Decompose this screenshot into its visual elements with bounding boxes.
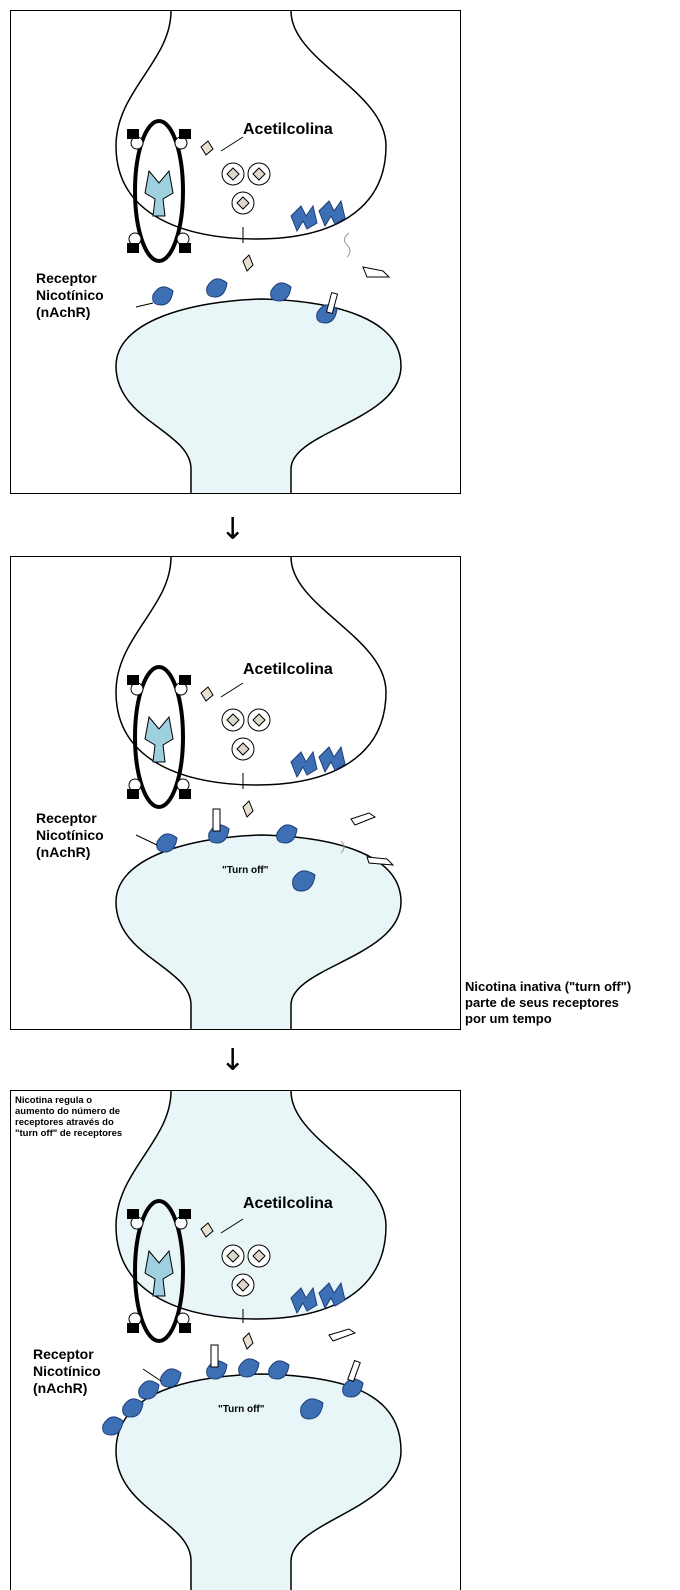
transporter-complex <box>127 119 191 263</box>
acetylcholine-molecules <box>200 140 254 272</box>
regulation-note-line: aumento do número de <box>15 1106 121 1117</box>
vesicles <box>221 162 271 215</box>
postsynaptic-receptors <box>156 824 316 892</box>
panel-2: Acetilcolina Receptor Nicotínico (nAchR)… <box>10 556 461 1030</box>
panel-1: Acetilcolina Receptor Nicotínico (nAchR) <box>10 10 461 494</box>
receptor-label-line: Receptor <box>36 270 97 286</box>
receptor-label-line: Receptor <box>36 810 97 826</box>
acetylcholine-label: Acetilcolina <box>243 121 333 138</box>
nicotine-molecules <box>210 1328 361 1383</box>
synapse-diagram-3 <box>102 1091 402 1590</box>
synapse-diagram-2 <box>115 557 402 1029</box>
postsynaptic-cell <box>115 298 402 493</box>
vesicles <box>221 708 271 761</box>
acetylcholine-molecules <box>200 1222 254 1350</box>
receptor-label: Receptor Nicotínico (nAchR) <box>33 1346 101 1397</box>
receptor-pointer-line <box>135 302 154 308</box>
receptor-label-line: (nAchR) <box>36 304 91 320</box>
regulation-note-line: receptores através do <box>15 1117 114 1128</box>
down-arrow-icon: ↓ <box>220 512 246 547</box>
postsynaptic-receptors <box>102 1358 364 1436</box>
presynaptic-receptors <box>290 199 346 233</box>
regulation-note-line: "turn off" de receptores <box>15 1128 123 1139</box>
down-arrow-icon: ↓ <box>220 1043 246 1078</box>
transporter-complex <box>127 1199 191 1343</box>
turn-off-label: "Turn off" <box>218 1404 265 1415</box>
turn-off-label: "Turn off" <box>222 865 269 876</box>
regulation-note: Nicotina regula o aumento do número de r… <box>15 1095 122 1139</box>
nicotine-molecules <box>325 232 391 315</box>
postsynaptic-cell <box>115 1373 402 1590</box>
receptor-label-line: Nicotínico <box>33 1363 101 1379</box>
regulation-note-line: Nicotina regula o <box>15 1095 93 1106</box>
receptor-label-line: (nAchR) <box>33 1380 88 1396</box>
side-note-line: Nicotina inativa ("turn off") <box>465 979 632 994</box>
receptor-label: Receptor Nicotínico (nAchR) <box>36 270 104 321</box>
receptor-label-line: Receptor <box>33 1346 94 1362</box>
nicotine-molecules <box>212 808 395 866</box>
postsynaptic-cell <box>115 834 402 1029</box>
receptor-label-line: Nicotínico <box>36 827 104 843</box>
receptor-pointer-line <box>142 1368 162 1382</box>
presynaptic-receptors <box>290 1281 346 1315</box>
presynaptic-receptors <box>290 745 346 779</box>
side-note-line: parte de seus receptores <box>465 995 619 1010</box>
receptor-label-line: Nicotínico <box>36 287 104 303</box>
receptor-label: Receptor Nicotínico (nAchR) <box>36 810 104 861</box>
receptor-pointer-line <box>135 834 158 846</box>
acetylcholine-label: Acetilcolina <box>243 661 333 678</box>
acetylcholine-molecules <box>200 686 254 818</box>
synapse-diagram-1 <box>115 11 402 493</box>
vesicles <box>221 1244 271 1297</box>
receptor-label-line: (nAchR) <box>36 844 91 860</box>
panel-3: Nicotina regula o aumento do número de r… <box>10 1090 461 1590</box>
transporter-complex <box>127 665 191 809</box>
side-note-line: por um tempo <box>465 1011 552 1026</box>
side-note: Nicotina inativa ("turn off") parte de s… <box>465 979 631 1027</box>
postsynaptic-receptors <box>152 278 338 324</box>
acetylcholine-label: Acetilcolina <box>243 1195 333 1212</box>
